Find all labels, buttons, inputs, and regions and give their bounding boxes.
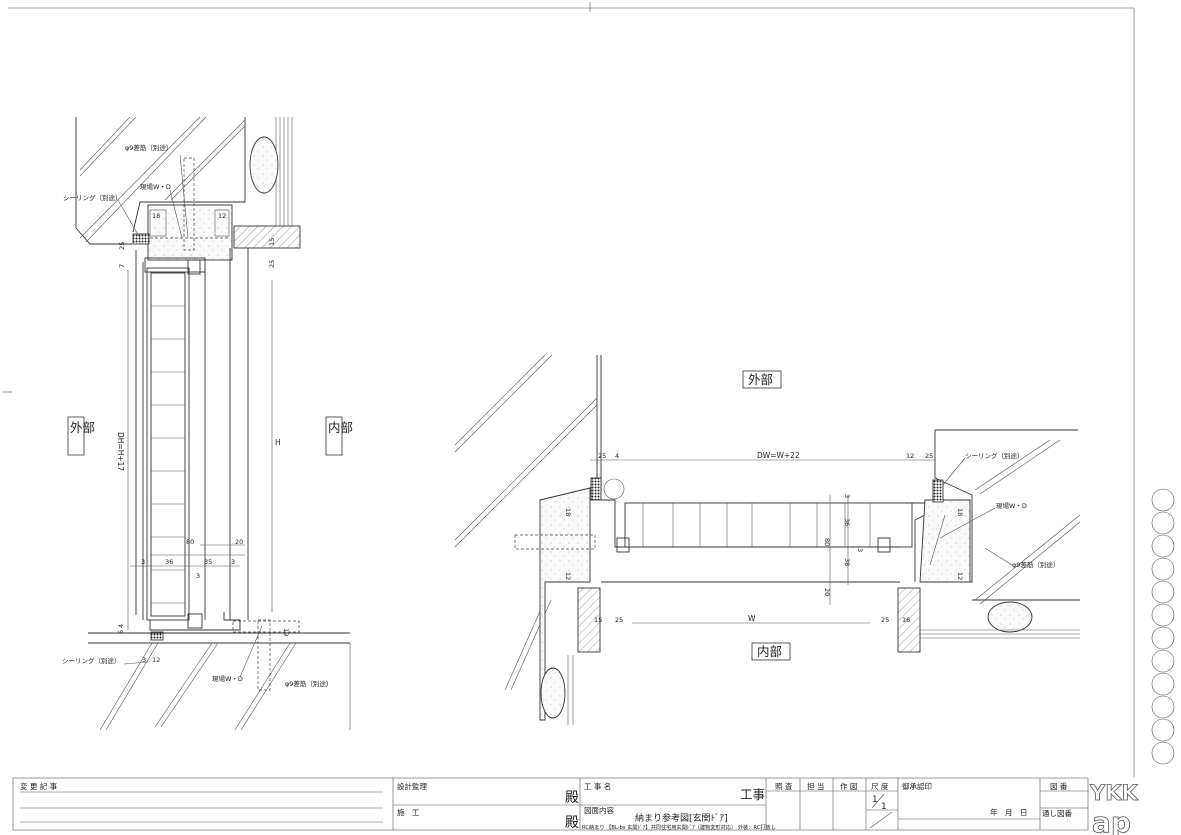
backer-rod	[987, 601, 1033, 633]
dim-25b: 25	[925, 452, 933, 460]
dim-80: 80	[186, 538, 194, 546]
drafting-column: 作 図	[840, 781, 857, 791]
sealing-label-bottom: シーリング（別途）	[62, 656, 121, 665]
project-suffix: 工事	[740, 787, 765, 802]
dim-15: 15	[268, 238, 276, 246]
sealing-label: シーリング（別途）	[965, 451, 1024, 460]
dim-12: 12	[218, 212, 226, 220]
hatch-lines-right-wall	[974, 439, 1081, 605]
drawing-number-label: 図 番	[1050, 781, 1068, 791]
honorific-2: 殿	[565, 815, 579, 831]
dim-36: 36	[165, 558, 173, 566]
backer-rod	[249, 136, 279, 194]
drawing-content-label: 図面内容	[584, 805, 614, 815]
date-field: 年 月 日	[990, 807, 1028, 817]
margin-circles	[1151, 488, 1175, 765]
vertical-section-drawing: 18 12 25 15 7 25 80 20 3 36 35 3 3 4 6 3…	[62, 116, 353, 731]
dim-12: 12	[906, 452, 914, 460]
scale-numerator: 1	[872, 795, 878, 805]
dim-38: 38	[843, 558, 851, 566]
design-supervision-label: 設計監理	[397, 781, 427, 791]
svg-text:ap: ap	[1092, 806, 1131, 835]
scale-label: 尺 度	[871, 781, 889, 791]
project-name-label: 工 事 名	[584, 781, 611, 791]
horizontal-section-drawing: 25 4 12 25 18 12 18 12 3 36 80 3 38 20 1…	[454, 354, 1081, 725]
dim-25c: 25	[615, 616, 623, 624]
serial-number-label: 通し図番	[1042, 808, 1072, 818]
field-wd-label-top: 現場W・D	[140, 182, 171, 191]
w-dimension-label: W	[748, 614, 756, 623]
rebar-label-bottom: φ9差筋（別途）	[285, 679, 332, 688]
door-panel-lines-horizontal	[642, 503, 871, 547]
dim-4: 4	[615, 452, 619, 460]
dim-35: 35	[204, 558, 212, 566]
dim-18: 18	[564, 508, 572, 516]
title-block: 変 更 記 事 設計監理 殿 施 工 殿 工 事 名 工事 図面内容 納まり参考…	[12, 777, 1139, 835]
door-panel-lines	[151, 305, 185, 604]
sealing-label-top: シーリング（別途）	[63, 193, 122, 202]
sheet-frame	[2, 2, 1135, 777]
dim-12c: 12	[956, 572, 964, 580]
dim-16: 16	[902, 616, 910, 624]
dim-3b: 3	[856, 548, 864, 552]
rebar-label: φ9差筋（別途）	[1012, 560, 1059, 569]
dim-3d: 3	[142, 656, 146, 664]
hatch-lines-left-wall	[454, 354, 598, 691]
dim-4: 4	[117, 624, 125, 628]
dim-12b: 12	[152, 656, 160, 664]
dh-dimension-label: DH=H+17	[116, 432, 125, 471]
dim-3b: 3	[231, 558, 235, 566]
dw-dimension-label: DW=W+22	[757, 451, 800, 460]
in-charge-column: 担 当	[807, 781, 824, 791]
dim-25: 25	[598, 452, 606, 460]
dim-18: 18	[152, 212, 160, 220]
dim-20: 20	[235, 538, 243, 546]
change-log-header: 変 更 記 事	[20, 781, 58, 791]
exterior-label-right: 外部	[748, 372, 773, 387]
dim-25b: 25	[268, 260, 276, 268]
approval-label: 御承認印	[902, 781, 932, 791]
honorific-1: 殿	[565, 790, 579, 806]
dim-3: 3	[843, 494, 851, 498]
dim-12b: 12	[564, 572, 572, 580]
dim-20: 20	[823, 588, 831, 596]
svg-text:YKK: YKK	[1089, 781, 1138, 805]
field-wd-label-bottom: 現場W・D	[212, 674, 243, 683]
dim-15: 15	[594, 616, 602, 624]
drawing-title: 納まり参考図[玄関ﾄﾞｱ]	[635, 812, 728, 824]
ykk-ap-logo: YKK ap	[1089, 781, 1139, 835]
h-dimension-label: H	[275, 438, 281, 447]
dim-3: 3	[141, 558, 145, 566]
dim-19: 19	[282, 628, 290, 636]
field-wd-label: 現場W・D	[996, 501, 1027, 510]
exterior-label-left: 外部	[70, 420, 95, 435]
dim-3c: 3	[196, 572, 200, 580]
rebar-label-top: φ9差筋（別途）	[125, 143, 172, 152]
hatch-lines	[79, 116, 246, 243]
dim-25: 25	[118, 242, 126, 250]
interior-label-right: 内部	[757, 644, 782, 659]
weatherstrip	[187, 259, 201, 275]
scale-denominator: 1	[881, 802, 887, 812]
hatch-lines-floor	[99, 642, 297, 731]
backer-rod	[540, 667, 566, 719]
check-column: 照 査	[775, 781, 793, 791]
dim-36: 36	[843, 518, 851, 526]
construction-label: 施 工	[397, 807, 420, 817]
interior-label-left: 内部	[328, 420, 353, 435]
dim-25d: 25	[881, 616, 889, 624]
dim-7: 7	[118, 264, 126, 268]
dim-18b: 18	[956, 508, 964, 516]
drawing-description: RC納まり 【BL-bs 玄関ﾄﾞｱ】共同住宅用玄関ﾄﾞｱ（建物変形対応） 外装…	[582, 823, 776, 831]
dim-80: 80	[823, 538, 831, 546]
dim-6: 6	[117, 630, 125, 634]
